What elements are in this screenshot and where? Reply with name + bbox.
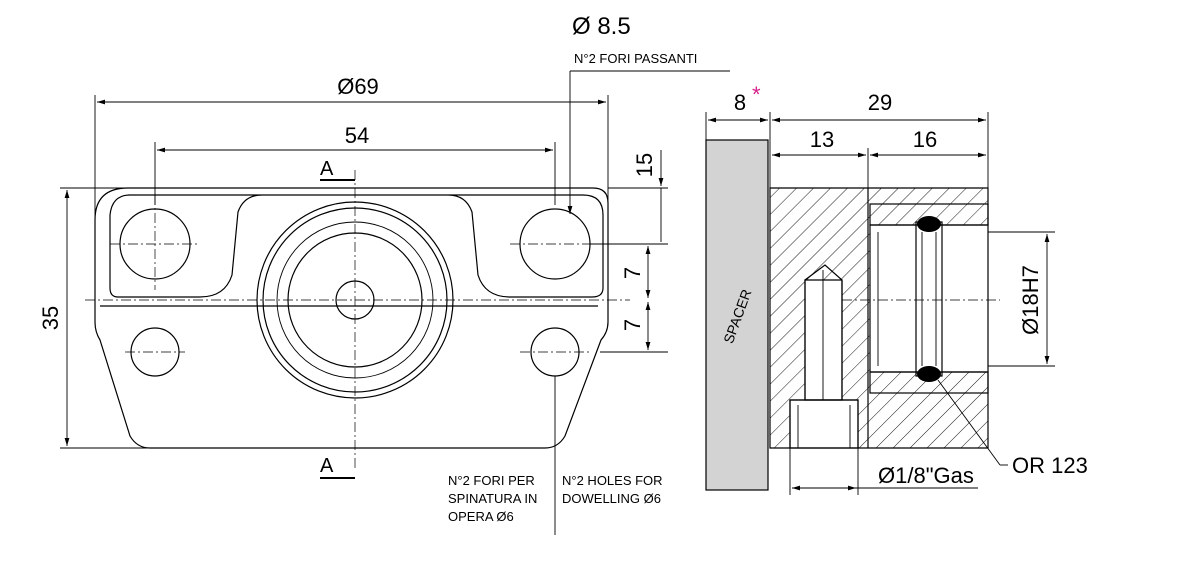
dim-thread: Ø1/8"Gas (878, 463, 974, 488)
dim-offset-7b: 7 (620, 319, 645, 331)
boss-profile (109, 194, 604, 298)
gas-thread (789, 399, 859, 449)
dim-height: 35 (38, 306, 63, 330)
dim-overall-dia: Ø69 (337, 74, 379, 99)
drill-port (804, 264, 843, 401)
dim-pitch: 54 (345, 123, 369, 148)
section-view: SPACER 8 * 29 13 16 (705, 82, 1088, 495)
body-section (769, 187, 989, 449)
dim-bore: Ø18H7 (1018, 265, 1043, 335)
oring-leader (937, 379, 1001, 466)
flange-outline (94, 187, 609, 449)
dowel-note-it-2: SPINATURA IN (448, 491, 537, 506)
dowel-note-en-1: N°2 HOLES FOR (562, 473, 663, 488)
front-view: Ø69 54 Ø 8.5 N°2 FORI PASSANTI 35 15 7 7… (38, 13, 730, 535)
spacer-star: * (752, 82, 761, 107)
oring-top (917, 216, 941, 232)
dim-body-length: 29 (868, 90, 892, 115)
dim-offset-7a: 7 (620, 267, 645, 279)
spacer-block (705, 139, 769, 491)
dowel-note-it-1: N°2 FORI PER (448, 473, 535, 488)
hole-note: N°2 FORI PASSANTI (574, 51, 697, 66)
oring-label: OR 123 (1012, 453, 1088, 478)
section-label-top: A (320, 158, 334, 180)
dowel-note-en-2: DOWELLING Ø6 (562, 491, 661, 506)
dowel-note-it-3: OPERA Ø6 (448, 509, 514, 524)
dim-len-13: 13 (810, 127, 834, 152)
oring-bottom (917, 366, 941, 382)
dim-spacer: 8 (734, 90, 746, 115)
dim-offset-15: 15 (632, 153, 657, 177)
dim-hole-dia: Ø 8.5 (572, 13, 631, 40)
dim-len-16: 16 (913, 127, 937, 152)
oring-groove (915, 221, 943, 377)
section-label-bottom: A (320, 455, 334, 477)
